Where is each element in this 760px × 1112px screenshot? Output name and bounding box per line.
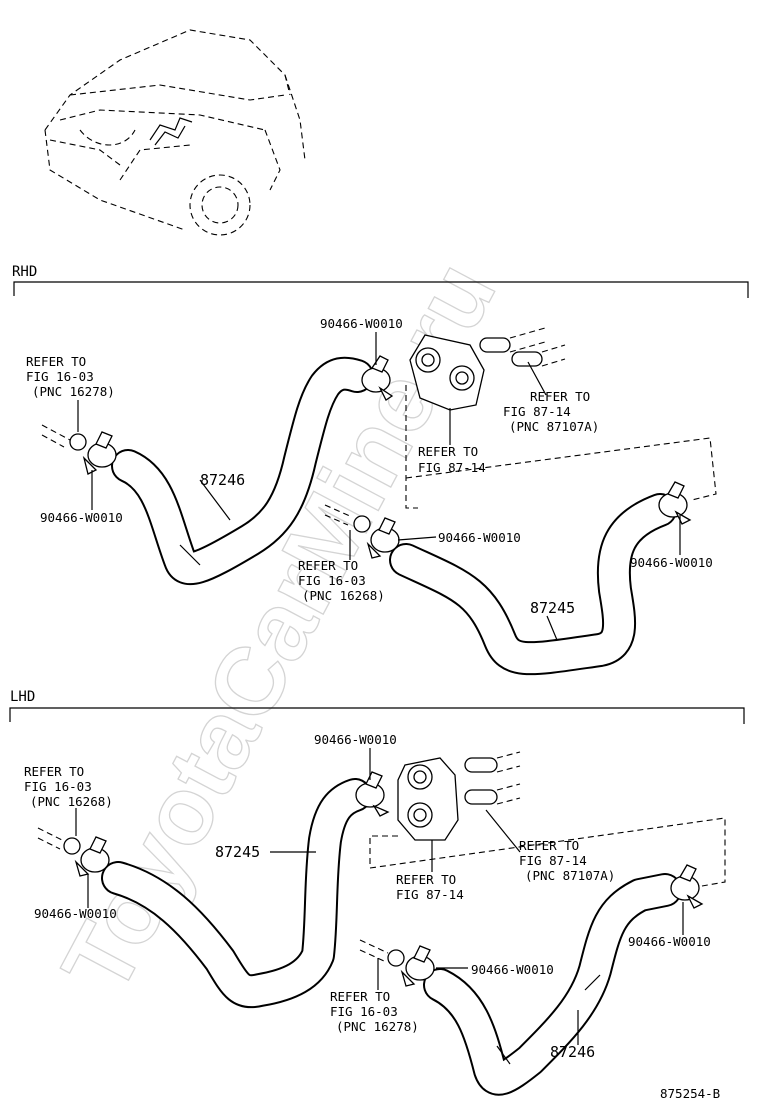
rhd-ref-left-line1: REFER TO <box>26 354 86 369</box>
rhd-ref-valve-line2: FIG 87-14 <box>418 460 486 475</box>
rhd-bracket <box>13 281 749 298</box>
lhd-pipe-mid <box>359 939 405 967</box>
rhd-ref-left-line3: (PNC 16278) <box>32 384 115 399</box>
lhd-clamp-right <box>670 864 704 909</box>
lhd-ref-left-line1: REFER TO <box>24 764 84 779</box>
rhd-clamp-left-label: 90466-W0010 <box>40 510 123 525</box>
lhd-ref-pipes-line1: REFER TO <box>519 838 579 853</box>
lhd-clamp-top <box>355 771 390 817</box>
lhd-ref-left-line2: FIG 16-03 <box>24 779 92 794</box>
lhd-ref-left-line3: (PNC 16268) <box>30 794 113 809</box>
rhd-hose-87245 <box>389 493 677 676</box>
lhd-clamp-left <box>74 836 110 877</box>
rhd-ref-pipes-line1: REFER TO <box>530 389 590 404</box>
figure-number: 875254-B <box>660 1086 720 1101</box>
lhd-ref-mid-line3: (PNC 16278) <box>336 1019 419 1034</box>
rhd-clamp-top-label: 90466-W0010 <box>320 316 403 331</box>
lhd-hose-87246 <box>423 873 682 1096</box>
lhd-water-valve <box>397 757 459 841</box>
rhd-clamp-left <box>82 431 117 475</box>
lhd-pipe-left <box>37 827 81 855</box>
lhd-clamp-right-label: 90466-W0010 <box>628 934 711 949</box>
lhd-ref-mid-line2: FIG 16-03 <box>330 1004 398 1019</box>
lhd-clamp-top-label: 90466-W0010 <box>314 732 397 747</box>
rhd-ref-pipes-line3: (PNC 87107A) <box>509 419 599 434</box>
rhd-hose-a-number: 87246 <box>200 471 245 489</box>
lhd-ref-pipes-line2: FIG 87-14 <box>519 853 587 868</box>
rhd-section: RHD <box>12 264 749 676</box>
lhd-clamp-mid <box>400 945 435 987</box>
rhd-ref-valve-line1: REFER TO <box>418 444 478 459</box>
lhd-ref-valve-line1: REFER TO <box>396 872 456 887</box>
rhd-clamp-mid <box>366 517 400 559</box>
rhd-section-label: RHD <box>12 264 37 280</box>
rhd-ref-mid-line2: FIG 16-03 <box>298 573 366 588</box>
lhd-section-label: LHD <box>10 689 35 705</box>
rhd-clamp-mid-label: 90466-W0010 <box>438 530 521 545</box>
rhd-pipe-mid <box>324 504 371 533</box>
lhd-section: LHD <box>9 689 745 1096</box>
rhd-ref-mid-line1: REFER TO <box>298 558 358 573</box>
lhd-ref-mid-line1: REFER TO <box>330 989 390 1004</box>
lhd-ref-pipes-line3: (PNC 87107A) <box>525 868 615 883</box>
rhd-hose-b-number: 87245 <box>530 599 575 617</box>
lhd-clamp-mid-label: 90466-W0010 <box>471 962 554 977</box>
rhd-clamp-top <box>361 355 394 401</box>
rhd-ref-mid-line3: (PNC 16268) <box>302 588 385 603</box>
rhd-water-valve <box>409 334 485 411</box>
rhd-ref-left-line2: FIG 16-03 <box>26 369 94 384</box>
lhd-bracket <box>9 707 745 724</box>
rhd-ref-pipes-line2: FIG 87-14 <box>503 404 571 419</box>
rhd-pipe-left <box>41 424 87 451</box>
rhd-clamp-right <box>658 481 692 525</box>
lhd-pipes-right <box>464 751 521 805</box>
rhd-clamp-right-label: 90466-W0010 <box>630 555 713 570</box>
lhd-clamp-left-label: 90466-W0010 <box>34 906 117 921</box>
lhd-hose-87245 <box>101 778 372 1009</box>
lhd-ref-valve-line2: FIG 87-14 <box>396 887 464 902</box>
lhd-hose-a-number: 87245 <box>215 843 260 861</box>
rhd-hose-87246 <box>111 356 374 586</box>
lhd-hose-b-number: 87246 <box>550 1043 595 1061</box>
rhd-pipes-right <box>479 327 566 367</box>
vehicle-location-sketch <box>44 29 306 236</box>
